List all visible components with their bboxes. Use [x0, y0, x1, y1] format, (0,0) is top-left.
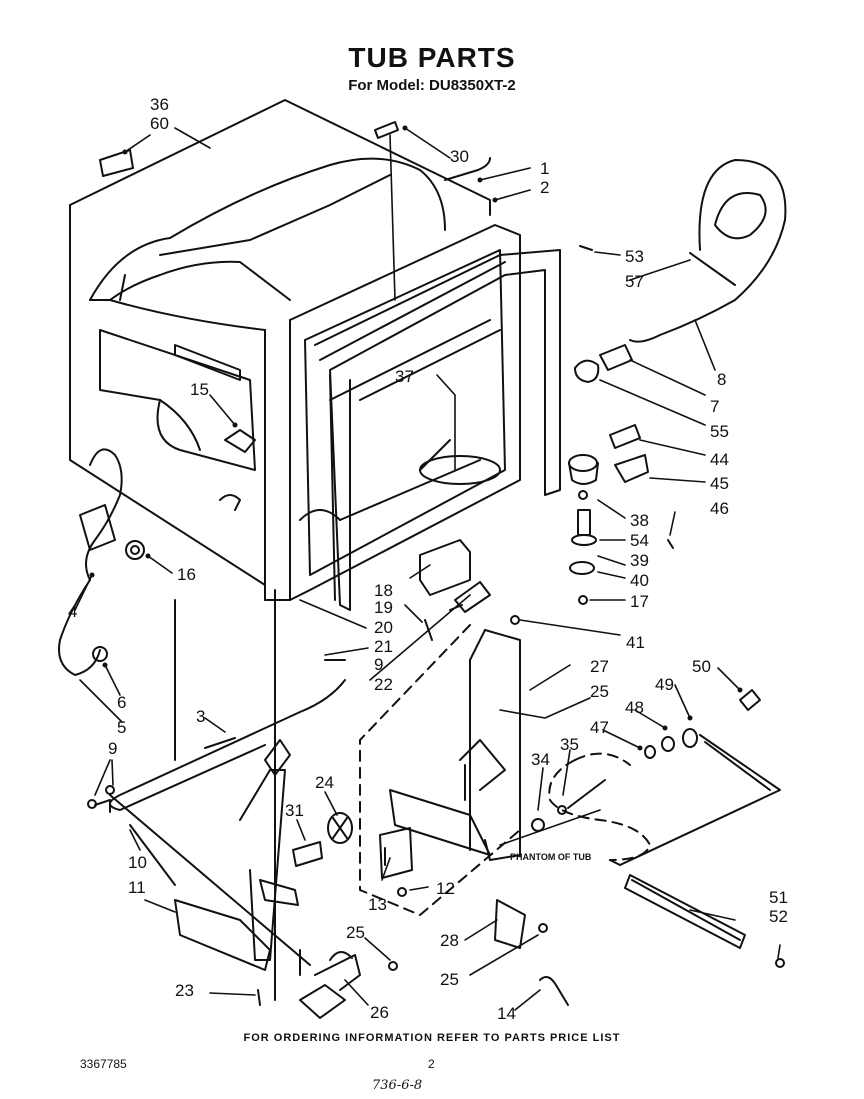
callout-13: 13 — [368, 895, 387, 914]
callout-2: 2 — [540, 178, 549, 197]
callout-51: 51 — [769, 888, 788, 907]
callout-9-upper: 9 — [374, 655, 383, 674]
callout-7: 7 — [710, 397, 719, 416]
callout-52: 52 — [769, 907, 788, 926]
callout-15: 15 — [190, 380, 209, 399]
callout-4: 4 — [68, 602, 77, 621]
callout-16: 16 — [177, 565, 196, 584]
callout-49: 49 — [655, 675, 674, 694]
callout-34: 34 — [531, 750, 550, 769]
top-small-parts — [99, 121, 736, 286]
callout-54: 54 — [630, 531, 649, 550]
center-parts — [109, 539, 520, 811]
callout-14: 14 — [497, 1004, 516, 1023]
bottom-valve-assembly — [257, 949, 569, 1019]
callout-45: 45 — [710, 474, 729, 493]
callout-19: 19 — [374, 598, 393, 617]
callout-41: 41 — [626, 633, 645, 652]
model-subtitle: For Model: DU8350XT-2 — [348, 77, 516, 94]
leader-lines — [74, 127, 781, 1011]
callout-5: 5 — [117, 718, 126, 737]
diagram-title: TUB PARTS — [348, 42, 516, 73]
tub-body — [69, 99, 521, 601]
door-gasket — [314, 249, 561, 611]
callout-6: 6 — [117, 693, 126, 712]
callout-24: 24 — [315, 773, 334, 792]
callout-40: 40 — [630, 571, 649, 590]
callout-30: 30 — [450, 147, 469, 166]
callout-25-lower-center: 25 — [346, 923, 365, 942]
callout-53: 53 — [625, 247, 644, 266]
callout-50: 50 — [692, 657, 711, 676]
phantom-label: PHANTOM OF TUB — [510, 852, 592, 862]
right-bracket-panel — [389, 629, 521, 861]
callout-46: 46 — [710, 499, 729, 518]
callout-8: 8 — [717, 370, 726, 389]
callout-36: 36 — [150, 95, 169, 114]
callout-28: 28 — [440, 931, 459, 950]
callout-23: 23 — [175, 981, 194, 1000]
right-linkage — [531, 689, 785, 968]
callout-10: 10 — [128, 853, 147, 872]
callout-57: 57 — [625, 272, 644, 291]
callout-35: 35 — [560, 735, 579, 754]
lower-left-parts — [87, 589, 311, 1001]
callout-38: 38 — [630, 511, 649, 530]
callout-44: 44 — [710, 450, 729, 469]
page-number: 2 — [428, 1057, 435, 1071]
callout-21: 21 — [374, 637, 393, 656]
callout-47: 47 — [590, 718, 609, 737]
callout-60: 60 — [150, 114, 169, 133]
callout-22: 22 — [374, 675, 393, 694]
callout-9-lower: 9 — [108, 739, 117, 758]
callout-26: 26 — [370, 1003, 389, 1022]
callout-55: 55 — [710, 422, 729, 441]
ordering-footer: FOR ORDERING INFORMATION REFER TO PARTS … — [243, 1032, 621, 1044]
callout-18: 18 — [374, 581, 393, 600]
float-assembly — [568, 424, 674, 605]
callout-27: 27 — [590, 657, 609, 676]
document-number: 3367785 — [80, 1057, 127, 1071]
left-hose-assembly — [58, 429, 256, 676]
callout-12: 12 — [436, 879, 455, 898]
callout-48: 48 — [625, 698, 644, 717]
callout-25-upper: 25 — [590, 682, 609, 701]
callout-11: 11 — [128, 878, 146, 897]
callout-20: 20 — [374, 618, 393, 637]
callout-1: 1 — [540, 159, 549, 178]
callout-17: 17 — [630, 592, 649, 611]
handwritten-note: 736-6-8 — [372, 1078, 423, 1093]
callout-25-lower-right: 25 — [440, 970, 459, 989]
arrowheads — [89, 125, 743, 751]
callout-37: 37 — [395, 367, 414, 386]
phantom-outline — [359, 624, 651, 916]
drain-hose — [574, 159, 787, 383]
callout-31: 31 — [285, 801, 304, 820]
callout-labels: 36 60 30 1 2 53 57 8 7 55 44 45 46 38 54… — [68, 95, 788, 1023]
callout-3: 3 — [196, 707, 205, 726]
center-lower-parts — [292, 812, 548, 971]
callout-39: 39 — [630, 551, 649, 570]
